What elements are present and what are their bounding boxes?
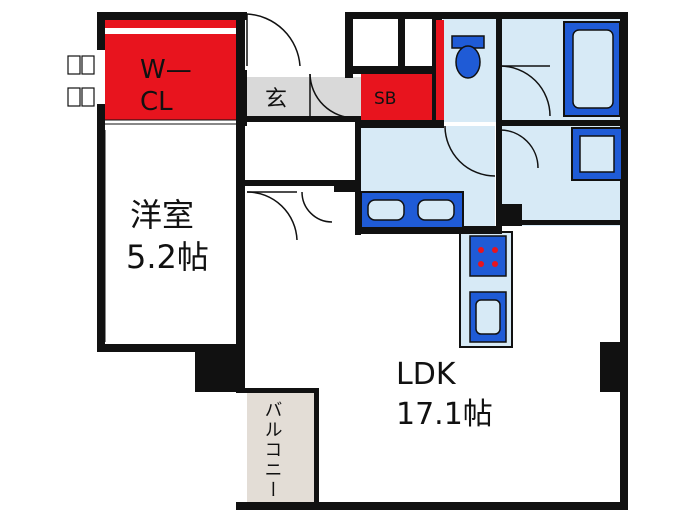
toilet-icon: [451, 35, 485, 79]
shoe-box: [361, 74, 432, 120]
toilet-storage: [436, 20, 444, 120]
closet-top-edge: [105, 28, 236, 34]
ldk-label: LDK: [396, 357, 457, 392]
sb-label: SB: [374, 89, 396, 109]
wcl-label-line1: W—: [140, 55, 192, 85]
balcony-label: バルコニー: [262, 400, 283, 500]
windows: [100, 119, 600, 509]
western-room-size: 5.2帖: [126, 238, 209, 276]
kitchen-sink-icon: [469, 291, 507, 343]
washing-machine-icon: [571, 127, 623, 181]
closet-window-icon: [67, 55, 95, 107]
wcl-label-line2: CL: [140, 87, 173, 117]
stove-icon: [469, 235, 507, 277]
entrance-area: [243, 77, 361, 122]
bathtub-icon: [563, 21, 621, 117]
balcony-area: [247, 393, 315, 505]
entrance-label: 玄: [265, 87, 287, 112]
ldk-size: 17.1帖: [396, 397, 493, 432]
doors: [246, 13, 551, 241]
walk-in-closet: [105, 20, 236, 120]
western-room-label: 洋室: [130, 196, 194, 234]
vanity-sink-icon: [360, 191, 464, 229]
